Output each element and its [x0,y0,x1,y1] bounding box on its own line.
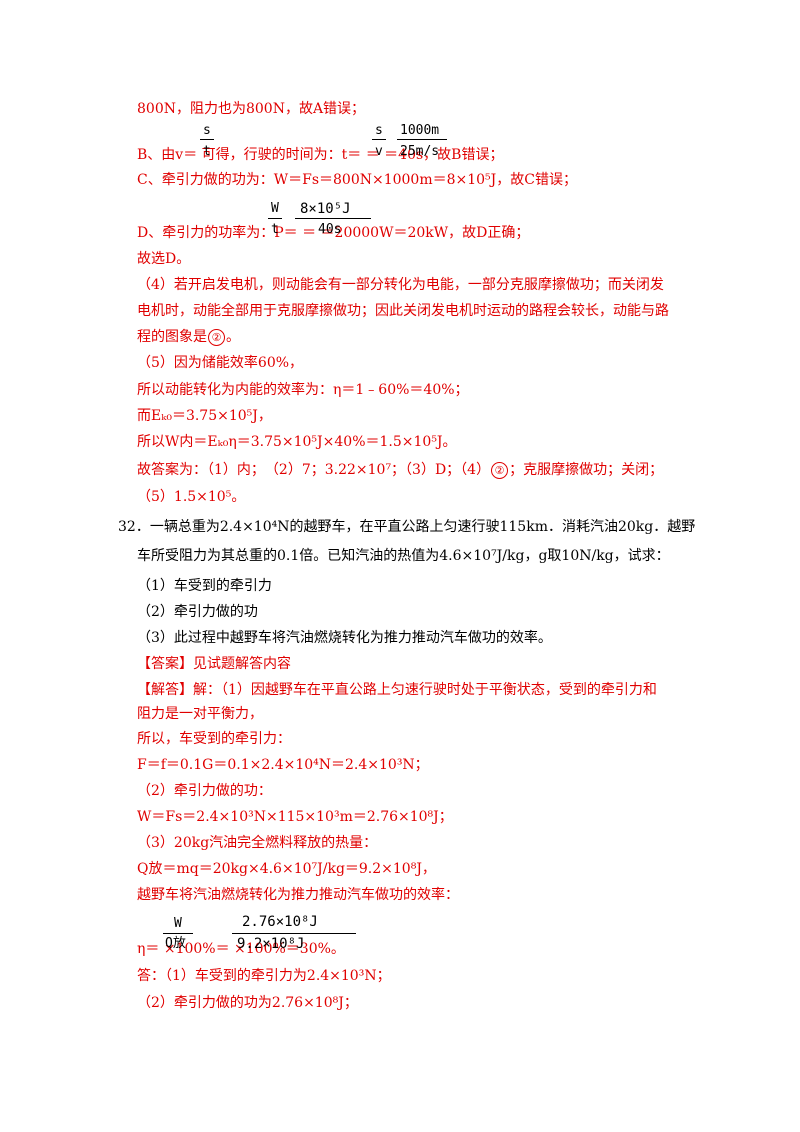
solution-line: （3）20kg汽油完全燃料释放的热量： [137,835,378,851]
solution-line: （2）牵引力做的功为2.76×10⁸J； [137,995,358,1011]
fraction-bar [268,218,282,219]
fraction-numerator: s [375,123,383,138]
fraction-denominator: 9.2×10⁸J [237,936,305,952]
text-line-d: D、牵引力的功率为：P＝ ＝ ＝20000W＝20kW，故D正确； [137,225,530,241]
fraction-denominator: 40s [318,222,342,237]
fraction-denominator: t [203,144,211,159]
solution-line: 阻力是一对平衡力， [137,706,263,722]
text-line: 故选D。 [137,251,191,267]
text-span: 故答案为：（1）内； （2）7；3.22×10⁷；（3）D；（4） [137,462,491,478]
text-line: 电机时，动能全部用于克服摩擦做功；因此关闭发电机时运动的路程会较长，动能与路 [137,303,669,319]
text-line-b: B、由v＝ 可得，行驶的时间为：t＝ ＝ ＝40s，故B错误； [137,147,504,163]
question-32-subitem: （3）此过程中越野车将汽油燃烧转化为推力推动汽车做功的效率。 [137,630,552,646]
question-32-text: 车所受阻力为其总重的0.1倍。已知汽油的热值为4.6×10⁷J/kg，g取10N… [137,548,670,564]
fraction-numerator: 8×10⁵J [300,201,351,217]
fraction-numerator: 1000m [400,123,440,138]
fraction-bar [163,933,193,934]
fraction-denominator: t [271,222,279,237]
fraction-bar [372,139,386,140]
text-line: 800N，阻力也为800N，故A错误； [137,101,366,117]
circled-number: ② [491,462,509,479]
fraction-numerator: 2.76×10⁸J [242,914,318,930]
text-span: 程的图象是 [137,329,207,345]
solution-line: 越野车将汽油燃烧转化为推力推动汽车做功的效率： [137,887,459,903]
solution-line: W＝Fs＝2.4×10³N×115×10³m＝2.76×10⁸J； [137,809,453,825]
text-line: （5）1.5×10⁵。 [137,489,246,505]
solution-line: F＝f＝0.1G＝0.1×2.4×10⁴N＝2.4×10³N； [137,757,429,773]
text-span: 。 [226,329,240,345]
solution-line: 答：（1）车受到的牵引力为2.4×10³N； [137,968,391,984]
fraction-numerator: W [174,916,182,931]
fraction-bar [200,139,214,140]
fraction-bar [397,139,447,140]
text-line: C、牵引力做的功为：W＝Fs＝800N×1000m＝8×10⁵J，故C错误； [137,172,577,188]
fraction-denominator: v [375,144,383,159]
solution-line-efficiency: η＝ ×100%＝ ×100%＝30%。 [137,941,345,957]
solution-line: （2）牵引力做的功： [137,783,272,799]
fraction-numerator: W [271,201,279,216]
solution-line: Q放＝mq＝20kg×4.6×10⁷J/kg＝9.2×10⁸J， [137,861,436,877]
circled-number: ② [208,329,225,346]
fraction-numerator: s [203,123,211,138]
fraction-denominator: 25m/s [400,144,440,159]
solution-line: 所以，车受到的牵引力： [137,731,291,747]
text-line: 故答案为：（1）内； （2）7；3.22×10⁷；（3）D；（4）②；克服摩擦做… [137,461,663,479]
question-32-subitem: （2）牵引力做的功 [137,604,258,620]
text-line: （4）若开启发电机，则动能会有一部分转化为电能，一部分克服摩擦做功；而关闭发 [137,277,664,293]
solution-line: 【解答】解：（1）因越野车在平直公路上匀速行驶时处于平衡状态，受到的牵引力和 [137,682,657,698]
question-32-subitem: （1）车受到的牵引力 [137,578,272,594]
fraction-bar [232,933,356,934]
text-line: 所以W内＝Eₖ₀η＝3.75×10⁵J×40%＝1.5×10⁵J。 [137,434,457,450]
text-line: 所以动能转化为内能的效率为：η＝1﹣60%＝40%； [137,382,469,398]
text-line: 而Eₖ₀＝3.75×10⁵J， [137,408,272,424]
text-span: ；克服摩擦做功；关闭； [509,462,664,478]
fraction-bar [295,218,371,219]
answer-line: 【答案】见试题解答内容 [137,656,291,672]
question-32-text: 32．一辆总重为2.4×10⁴N的越野车，在平直公路上匀速行驶115km．消耗汽… [118,519,696,535]
fraction-denominator: Q放 [165,936,186,951]
text-line: （5）因为储能效率60%， [137,355,304,371]
